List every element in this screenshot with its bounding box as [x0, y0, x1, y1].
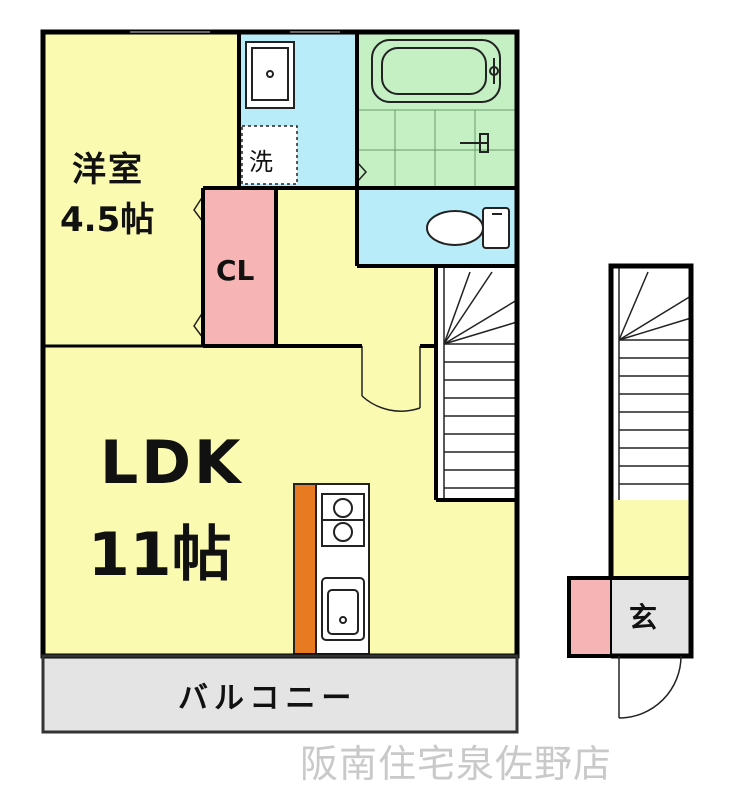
closet-doors [193, 195, 204, 339]
lower-staircase [618, 266, 692, 500]
entrance-door [618, 655, 682, 719]
closet [203, 188, 276, 346]
entrance-walls [567, 263, 694, 659]
kitchen-worktop [315, 483, 370, 655]
balcony [43, 656, 517, 732]
closet-label: CL [216, 254, 255, 287]
western-room-size: 4.5帖 [60, 200, 155, 240]
western-room-label: 洋室 [72, 150, 144, 190]
balcony-outline [41, 654, 519, 734]
stove-icon [321, 493, 365, 547]
entrance-shoe-cabinet [569, 578, 611, 656]
ldk-door [361, 346, 421, 412]
bathtub-icon [371, 39, 501, 103]
washroom-label: 洗 [249, 148, 273, 176]
washing-machine-space [241, 125, 298, 185]
entrance-floor [611, 578, 691, 656]
entrance-label: 玄 [629, 601, 658, 634]
bathroom-tiles [357, 109, 517, 188]
watermark: 阪南住宅泉佐野店 [300, 742, 613, 786]
wash-basin-icon [245, 41, 295, 109]
washroom-door [356, 161, 368, 183]
entrance-landing [611, 500, 691, 578]
stair-area [436, 266, 517, 500]
ldk-label: LDK [100, 428, 244, 498]
sink-icon [321, 577, 365, 641]
shower-icon [460, 133, 489, 153]
kitchen-counter [293, 483, 317, 655]
toilet-icon [426, 207, 510, 249]
balcony-label: バルコニー [178, 681, 358, 716]
ldk-size: 11帖 [88, 520, 232, 590]
